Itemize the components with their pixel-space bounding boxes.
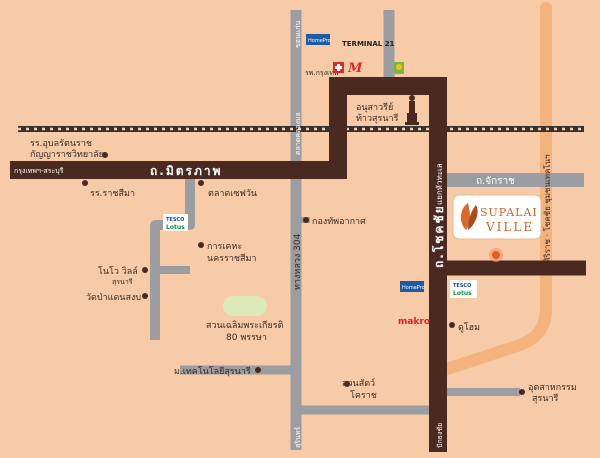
label-zoo-1: สวนสัตว์ [342,377,375,389]
road-label-to-pak-thong-chai: ปักธงชัย [436,423,444,448]
tesco-lotus-logo-left: TESCO Lotus [163,214,188,231]
label-talat-save-one: ตลาดเซฟวัน [208,189,257,199]
label-industrial-1: อุตสาหกรรม [528,383,577,393]
svg-text:TERMINAL 21: TERMINAL 21 [342,40,395,48]
label-vila-modern: โนโว วิลล์ [98,265,138,277]
label-rr-udon: รร.อุบลรัตนราช [30,139,92,149]
place-markers [82,152,525,395]
the-mall-logo: M [347,61,363,76]
svg-text:HomePro: HomePro [402,285,425,291]
hospital-logo [333,62,344,73]
svg-text:makro: makro [398,317,430,327]
road-label-chakkrat: ถ.จักราช [476,176,515,187]
svg-text:TESCO: TESCO [166,217,184,223]
homepro-logo-top: HomePro [306,34,331,45]
svg-text:Lotus: Lotus [453,290,472,297]
label-park-2: 80 พรรษา [226,333,267,343]
road-label-yaek-hua-thale: แยกหัวทะเล [435,163,444,205]
label-kongthap: กองทัพอากาศ [312,217,366,227]
road-label-chokchai: ถ.โชคชัย [431,204,446,268]
label-bangkok-hospital: รพ.กรุงเทพ [305,69,339,77]
label-wat-pa: วัดป่าแดนสงบ [86,293,141,303]
terminal21-logo: TERMINAL 21 [342,40,395,48]
main-roads [10,77,586,452]
project-brand: SUPALAI [480,206,538,219]
homepro-logo-bottom: HomePro [400,281,425,292]
road-label-highway-304: ทางหลวง 304 [293,233,303,290]
makro-logo: makro [398,317,430,327]
label-kan-kheha: การเคหะ [207,242,242,252]
project-card: SUPALAI VILLE [452,194,542,240]
label-zoo-2: โคราช [350,390,377,401]
big-c-logo [394,62,404,74]
park-area [223,296,267,316]
svg-text:HomePro: HomePro [308,38,331,44]
svg-text:Lotus: Lotus [166,224,185,231]
road-label-right-vertical: ถ.ศิริราช · โชคชัย ชุมชนเทคโนฯ [542,154,552,270]
road-label-surin: สุรินทร์ [294,427,302,448]
label-vila-modern-2: สุรนารี [112,278,133,286]
label-rr-udon-2: กัญญาราชวิทยาลัย [30,149,104,160]
label-technopolis: ม.เทคโนโลยีสุรนารี [174,366,251,377]
road-label-mittraphap: ถ.มิตรภาพ [150,164,223,178]
label-monument: อนุสาวรีย์ [356,101,393,113]
label-monument-2: ท้าวสุรนารี [356,113,399,124]
label-park-1: สวนเฉลิมพระเกียรติ [206,320,284,331]
label-dudu: ดูโฮม [458,322,480,333]
road-label-khon-kaen: ขอนแก่น [294,20,302,48]
road-label-talat-khlong-mo: ตลาดคลองมอ [294,112,302,155]
svg-text:M: M [347,61,363,76]
minor-road-right [432,2,552,378]
svg-text:TESCO: TESCO [453,283,471,289]
road-label-to-bangkok: กรุงเทพฯ-สระบุรี [14,167,64,175]
label-kan-kheha-2: นครราชสีมา [207,253,256,264]
supalai-ville-leaf-logo [460,203,478,230]
location-pin-icon [489,248,503,262]
tesco-lotus-logo-right: TESCO Lotus [450,280,477,298]
monument-statue-icon [405,95,419,125]
project-name: VILLE [485,220,534,234]
label-industrial-2: สุรนารี [532,393,559,404]
label-rr-ratchasima: รร.ราชสีมา [90,188,135,199]
